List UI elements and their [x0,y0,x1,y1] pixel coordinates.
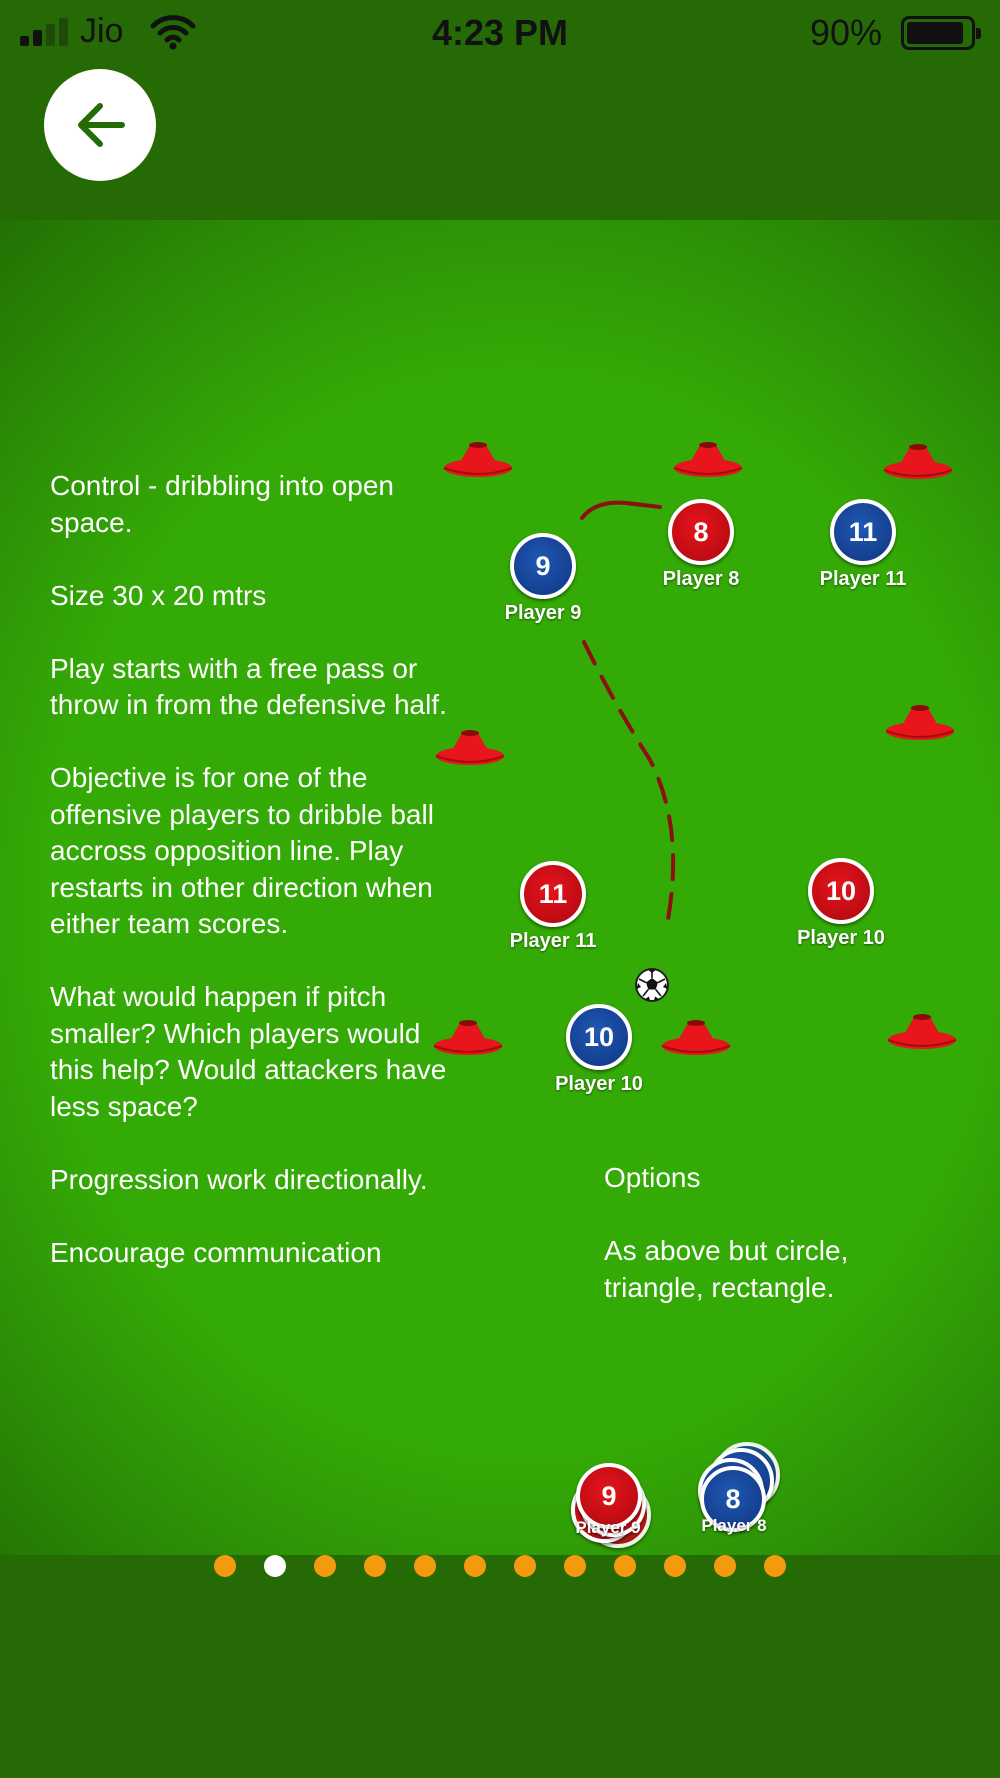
options-body: As above but circle, triangle, rectangle… [604,1235,849,1303]
page-dot[interactable] [764,1555,786,1577]
page-dot[interactable] [614,1555,636,1577]
player-label: Player 10 [797,927,885,949]
page-dot[interactable] [364,1555,386,1577]
description-paragraph: Control - dribbling into open space. [50,470,394,538]
options-title: Options [604,1162,701,1193]
description-paragraph: Size 30 x 20 mtrs [50,579,267,611]
description-paragraph: Objective is for one of the offensive pl… [50,762,434,939]
pass-line [582,640,676,932]
player-number: 8 [668,499,734,565]
bench-blue-number: 8 [700,1466,766,1532]
bench-blue-label: Player 8 [701,1516,767,1535]
player-label: Player 11 [819,568,907,590]
run-line [580,500,662,520]
player-number: 10 [808,858,874,924]
soccer-ball-icon[interactable] [634,967,670,1003]
description-paragraph: Play starts with a free pass or throw in… [50,652,447,721]
player-label: Player 9 [504,602,582,624]
player-number: 9 [510,533,576,599]
bench-red-label: Player 9 [575,1518,641,1537]
player-number: 11 [830,499,896,565]
battery-percent: 90% [810,12,883,53]
player-number: 11 [520,861,586,927]
page-dot[interactable] [564,1555,586,1577]
page-dot[interactable] [464,1555,486,1577]
arrow-left-icon [78,103,125,147]
back-button[interactable] [44,69,156,181]
player-label: Player 10 [555,1073,643,1095]
wifi-icon [150,15,196,50]
carrier-name: Jio [80,12,124,50]
drill-description: Control - dribbling into open space. Siz… [50,468,470,1308]
battery-icon [901,16,981,50]
description-paragraph: Encourage communication [50,1236,382,1268]
page-dot[interactable] [314,1555,336,1577]
player-label: Player 8 [662,568,740,590]
page-dot[interactable] [264,1555,286,1577]
description-paragraph: Progression work directionally. [50,1163,428,1195]
page-dot[interactable] [714,1555,736,1577]
clock: 4:23 PM [431,12,569,53]
page-dot[interactable] [514,1555,536,1577]
player-label: Player 11 [509,930,597,952]
player-bench: 9 Player 9 8 Player 8 [571,1442,780,1548]
page-dot[interactable] [664,1555,686,1577]
player-number: 10 [566,1004,632,1070]
cellular-signal-icon [20,18,74,46]
page-dot[interactable] [414,1555,436,1577]
status-bar: Jio 4:23 PM 90% [0,0,1000,64]
bench-red-number: 9 [576,1463,642,1529]
drill-options: Options As above but circle, triangle, r… [604,1160,944,1343]
description-paragraph: What would happen if pitch smaller? Whic… [50,981,447,1122]
page-dot[interactable] [214,1555,236,1577]
